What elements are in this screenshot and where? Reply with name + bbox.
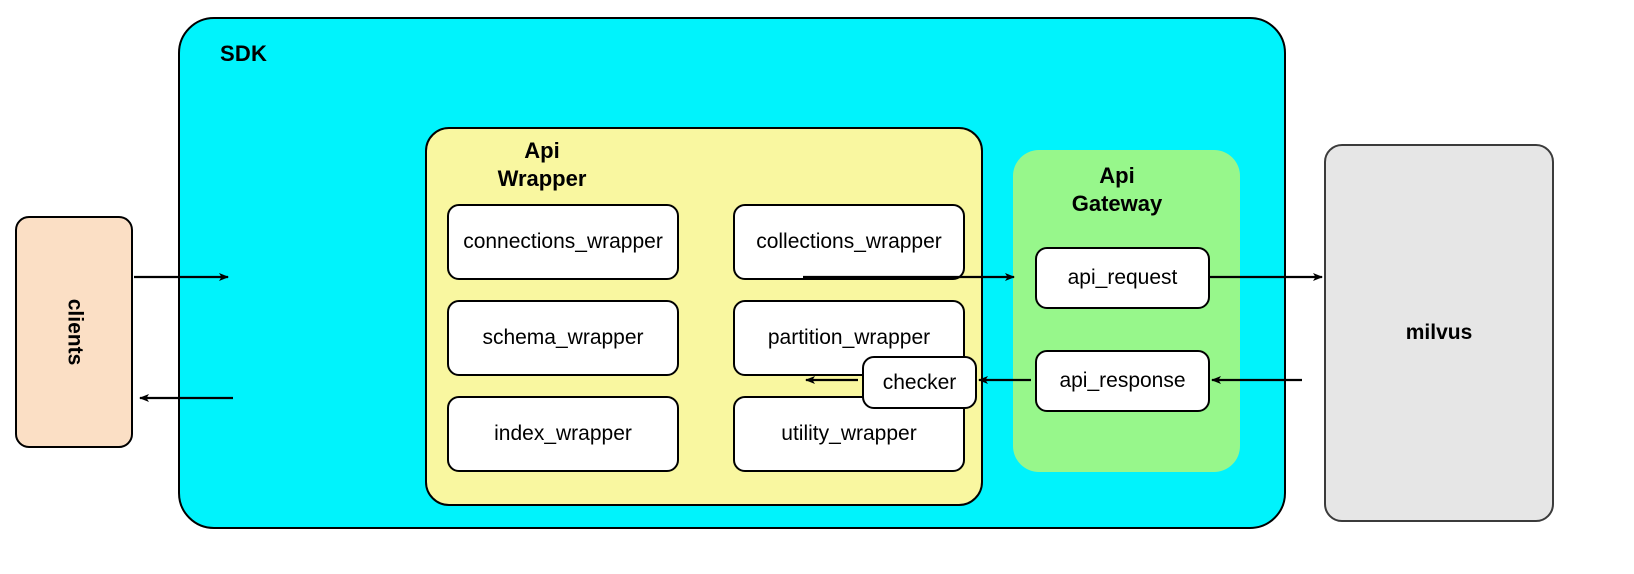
sdk-container[interactable]: SDK Api Wrapper connections_wrapper coll… [178, 17, 1286, 529]
api-wrapper-label-line2: Wrapper [497, 165, 587, 191]
collections-wrapper-node[interactable]: collections_wrapper [733, 204, 965, 280]
api-wrapper-label-line1: Api [524, 138, 560, 163]
clients-label: clients [63, 298, 86, 366]
checker-node[interactable]: checker [862, 356, 977, 409]
connections-wrapper-label: connections_wrapper [463, 230, 663, 253]
sdk-label: SDK [220, 41, 268, 66]
api-request-node[interactable]: api_request [1035, 247, 1210, 309]
api-wrapper-label: Api Wrapper [447, 137, 637, 192]
schema-wrapper-node[interactable]: schema_wrapper [447, 300, 679, 376]
checker-label: checker [882, 370, 957, 394]
milvus-label: milvus [1405, 321, 1473, 344]
api-response-node[interactable]: api_response [1035, 350, 1210, 412]
index-wrapper-node[interactable]: index_wrapper [447, 396, 679, 472]
api-request-label: api_request [1067, 266, 1178, 289]
partition-wrapper-label: partition_wrapper [767, 326, 931, 349]
api-response-label: api_response [1059, 369, 1186, 392]
milvus-node[interactable]: milvus [1324, 144, 1554, 522]
clients-node[interactable]: clients [15, 216, 133, 448]
api-wrapper-container[interactable]: Api Wrapper connections_wrapper collecti… [425, 127, 983, 506]
api-gateway-label-line1: Api [1099, 163, 1135, 188]
api-gateway-label: Api Gateway [1027, 162, 1207, 217]
utility-wrapper-label: utility_wrapper [781, 422, 917, 445]
connections-wrapper-node[interactable]: connections_wrapper [447, 204, 679, 280]
api-gateway-label-line2: Gateway [1071, 190, 1163, 216]
schema-wrapper-label: schema_wrapper [482, 326, 644, 349]
index-wrapper-label: index_wrapper [494, 422, 632, 445]
partition-wrapper-node[interactable]: partition_wrapper [733, 300, 965, 376]
collections-wrapper-label: collections_wrapper [756, 230, 942, 253]
api-gateway-container[interactable]: Api Gateway api_request api_response [1013, 150, 1240, 472]
utility-wrapper-node[interactable]: utility_wrapper [733, 396, 965, 472]
